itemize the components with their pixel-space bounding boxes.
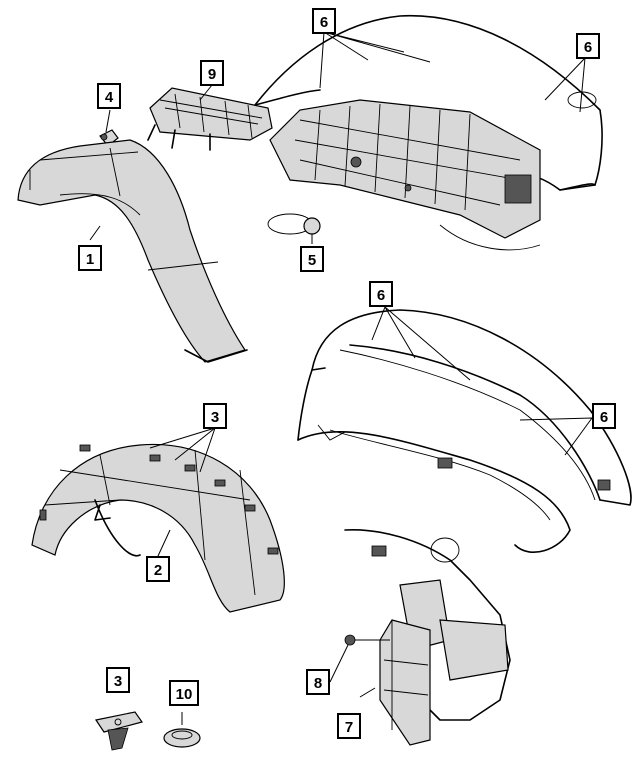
callout-3-lower: 3 [106,667,130,693]
callout-2-label: 2 [154,562,162,579]
callout-1-label: 1 [86,251,94,268]
callout-5: 5 [300,246,324,272]
callout-5-label: 5 [308,252,316,269]
callout-4: 4 [97,83,121,109]
callout-6-middle-right-label: 6 [600,409,608,426]
callout-3-lower-label: 3 [114,673,122,690]
part-9-bracket [147,87,273,151]
callout-6-middle-top-label: 6 [377,287,385,304]
leader-lines [89,31,593,698]
callout-9-label: 9 [208,66,216,83]
callout-3-upper: 3 [203,403,227,429]
part-7-8-bracket-assembly [344,528,511,746]
callout-10: 10 [169,680,199,706]
callout-6-middle-right: 6 [592,403,616,429]
callout-3-upper-label: 3 [211,409,219,426]
part-5-pin [267,213,321,244]
callout-1: 1 [78,245,102,271]
part-10-pin-detail [163,712,201,748]
callout-6-top-left-label: 6 [320,14,328,31]
callout-7-label: 7 [345,719,353,736]
callout-2: 2 [146,556,170,582]
part-1-fender-flare [17,139,248,363]
callout-6-middle-top: 6 [369,281,393,307]
callout-6-top-right-label: 6 [584,39,592,56]
callout-7: 7 [337,713,361,739]
callout-4-label: 4 [105,89,114,106]
callout-9: 9 [200,60,224,86]
callout-6-top-left: 6 [312,8,336,34]
part-2-clips [39,444,279,555]
callout-6-top-right: 6 [576,33,600,59]
part-bumper-middle [297,309,632,554]
callout-8: 8 [306,669,330,695]
part-bumper-upper [254,14,603,251]
part-2-fender-flare [31,443,285,613]
callout-10-label: 10 [176,686,193,703]
callout-8-label: 8 [314,675,322,692]
part-3-clip-detail [95,711,143,751]
